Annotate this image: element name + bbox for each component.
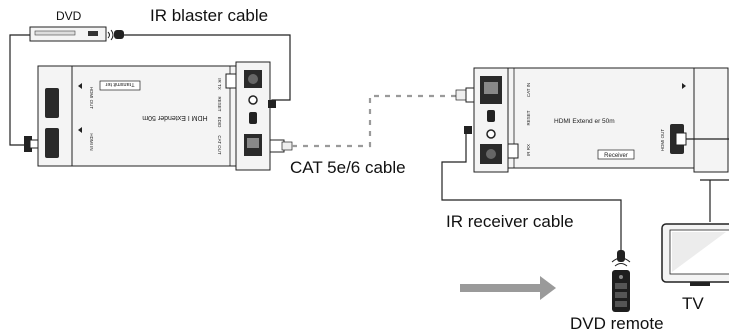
dvd-player xyxy=(29,26,107,42)
receiver-port-ir-rx: IR RX xyxy=(526,144,531,156)
receiver-unit xyxy=(473,67,729,173)
dvd-label: DVD xyxy=(56,9,82,23)
cat-cable-label: CAT 5e/6 cable xyxy=(290,158,406,177)
ir-receiver-head xyxy=(617,250,625,262)
ir-blaster-cable-label: IR blaster cable xyxy=(150,6,269,25)
receiver-badge: Receiver xyxy=(604,153,628,159)
transmitter-badge: Transmit ter xyxy=(105,81,134,87)
transmitter-unit xyxy=(37,61,271,171)
tv-label: TV xyxy=(682,294,704,313)
cat-cable xyxy=(269,87,479,153)
transmitter-port-cat-out: CAT OUT xyxy=(217,135,222,155)
ir-blaster-icon xyxy=(107,29,124,41)
transmitter-port-hdmi-in: HDMI IN xyxy=(89,133,94,150)
receiver-port-reset: RESET xyxy=(526,110,531,125)
transmitter-port-ir-tx: IR TX xyxy=(217,78,222,89)
ir-receiver-plug xyxy=(464,126,472,134)
dvd-hdmi-cable xyxy=(9,34,30,146)
transmitter-port-reset: RESET xyxy=(217,96,222,111)
receiver-port-cat-in: CAT IN xyxy=(526,83,531,97)
receiver-port-hdmi-out: HDMI OUT xyxy=(660,129,665,151)
tv-icon xyxy=(661,223,729,286)
ir-receiver-cable-label: IR receiver cable xyxy=(446,212,574,231)
ir-blaster-plug xyxy=(268,100,276,108)
transmitter-product-name: HDM I Extender 50m xyxy=(142,114,208,121)
signal-arrow xyxy=(460,276,556,300)
transmitter-port-hdmi-out: HDMI OUT xyxy=(89,87,94,109)
remote-signal-icon xyxy=(611,257,631,267)
receiver-product-name: HDMI Extend er 50m xyxy=(554,118,615,125)
dvd-remote-label: DVD remote xyxy=(570,314,664,333)
transmitter-port-edid: EDID xyxy=(217,117,222,129)
dvd-remote-icon xyxy=(612,270,630,312)
